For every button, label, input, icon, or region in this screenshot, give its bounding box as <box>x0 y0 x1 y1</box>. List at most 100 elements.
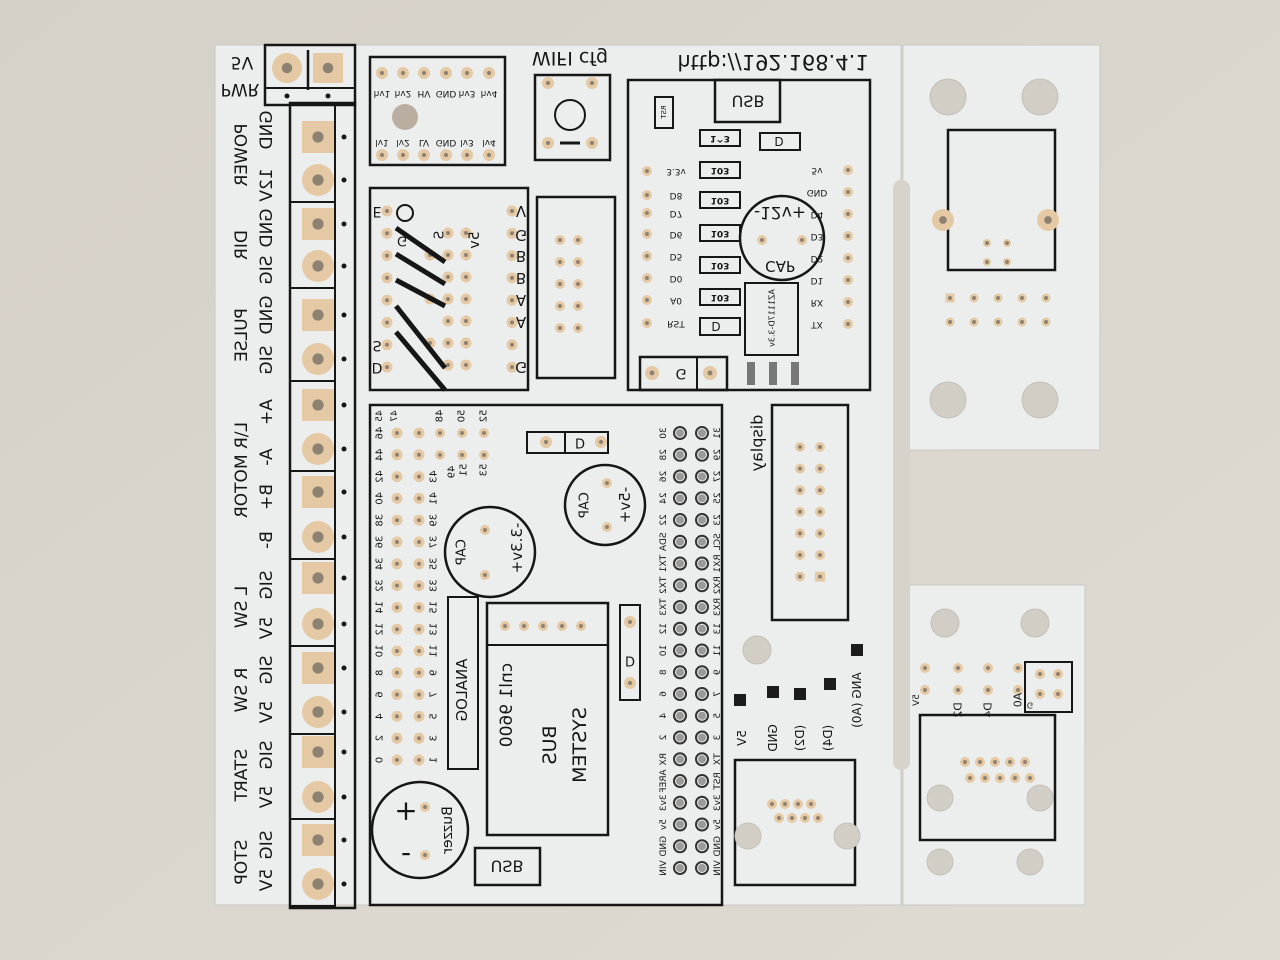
via-pad <box>673 687 687 701</box>
mega-pin-label: AREF <box>659 769 669 792</box>
drill-hole <box>649 370 655 376</box>
via-pad <box>673 708 687 723</box>
drill-hole <box>985 260 989 264</box>
via-pad <box>673 491 687 506</box>
mounting-hole <box>742 635 772 665</box>
pin-dot <box>341 749 347 755</box>
mounting-hole <box>930 608 960 638</box>
drill-hole <box>417 496 421 501</box>
esp-pin-label: RX <box>811 297 823 307</box>
mega-pin-label: TX2 <box>659 576 669 594</box>
capacitor-rating-label: -5v+ <box>616 487 634 523</box>
driver-label: V <box>516 202 527 220</box>
drill-hole <box>482 453 486 457</box>
level-shifter-lv-label: LV <box>419 137 430 147</box>
via-pad <box>695 839 709 854</box>
via-pad-fill <box>698 559 706 568</box>
drill-hole <box>312 174 324 186</box>
drill-hole <box>1016 688 1020 692</box>
drill-hole <box>312 791 324 803</box>
resistor-outline <box>699 256 741 274</box>
drill-hole <box>385 365 389 370</box>
drill-hole <box>558 282 562 286</box>
drill-hole <box>818 531 822 536</box>
terminal-pin-label: SIG <box>257 831 277 860</box>
driver-outline <box>368 186 530 392</box>
esp-pin-label: D8 <box>670 190 683 200</box>
drill-hole <box>510 231 514 236</box>
via-pad-fill <box>676 864 684 872</box>
via-pad-fill <box>698 668 706 677</box>
mega-pin-label: 2 <box>659 735 669 741</box>
drill-hole <box>645 193 649 197</box>
terminal-pin-label: 5V <box>257 617 277 640</box>
capacitor-label: CAP <box>455 539 470 565</box>
mega-pin-label: 5 <box>713 713 723 719</box>
board-hole <box>392 104 418 130</box>
drill-hole <box>846 322 850 326</box>
mega-pin-label: 28 <box>659 449 669 461</box>
drill-hole <box>948 320 952 324</box>
driver-label: A <box>516 313 527 331</box>
drill-hole <box>816 816 820 820</box>
drill-hole <box>846 168 850 172</box>
via-pad-fill <box>698 429 706 437</box>
terminal-pin-label: A+ <box>257 399 277 425</box>
drill-hole <box>510 298 514 303</box>
drill-hole <box>417 583 421 588</box>
jumper-trace <box>394 330 447 392</box>
crosshair-icon <box>396 204 414 222</box>
sensor-square-pad <box>767 686 779 698</box>
terminal-pin-label: SIG <box>257 656 277 685</box>
mega-pin-label: 10 <box>375 645 386 658</box>
drill-hole <box>395 431 399 435</box>
via-pad <box>673 534 687 549</box>
drill-hole <box>983 776 987 780</box>
drill-hole <box>312 706 324 718</box>
drill-hole <box>446 253 450 257</box>
terminal-group-label: L SW <box>232 586 252 629</box>
mega-pin-label: 23 <box>713 514 723 525</box>
drill-hole <box>446 319 450 323</box>
mega-pin-label: 26 <box>659 471 669 483</box>
drill-hole <box>968 776 972 780</box>
mega-pin-label: 27 <box>713 471 723 482</box>
drill-hole <box>312 353 324 365</box>
sensor-square-pad <box>794 688 806 700</box>
mega-pin-label: RX2 <box>713 576 723 594</box>
drill-hole <box>400 70 406 76</box>
mega-pin-label: 36 <box>375 536 386 549</box>
drill-hole <box>312 131 324 143</box>
via-pad <box>695 534 709 549</box>
diode-outline <box>526 431 609 454</box>
via-pad-fill <box>698 842 706 851</box>
resistor-label: 103 <box>711 260 730 270</box>
pin-dot <box>341 489 347 495</box>
serial-label: cnl1 9600 <box>497 663 517 747</box>
level-shifter-outline <box>368 55 507 167</box>
mega-pin-label: VIN <box>659 860 669 876</box>
drill-hole <box>395 714 399 719</box>
pin-dot <box>341 134 347 140</box>
drill-hole <box>395 583 399 588</box>
pin-dot <box>341 881 347 887</box>
via-pad <box>673 752 687 767</box>
drill-hole <box>1005 260 1009 264</box>
drill-hole <box>464 275 468 279</box>
esp-pin-label: D3 <box>811 231 824 241</box>
mounting-hole <box>1021 78 1059 116</box>
capacitor-rating-label: -3.3v+ <box>508 523 526 574</box>
drill-hole <box>998 776 1002 780</box>
drill-hole <box>395 692 399 697</box>
drill-hole <box>545 80 551 86</box>
drill-hole <box>1020 296 1024 300</box>
via-pad <box>695 491 709 506</box>
drill-hole <box>464 253 468 257</box>
via-pad <box>695 447 709 462</box>
mega-pin-label: 34 <box>375 557 386 570</box>
mega-pin-label: RX1 <box>713 554 723 572</box>
drill-hole <box>800 238 804 242</box>
jumper-trace <box>394 225 447 265</box>
mega-usb-label: USB <box>491 857 524 876</box>
